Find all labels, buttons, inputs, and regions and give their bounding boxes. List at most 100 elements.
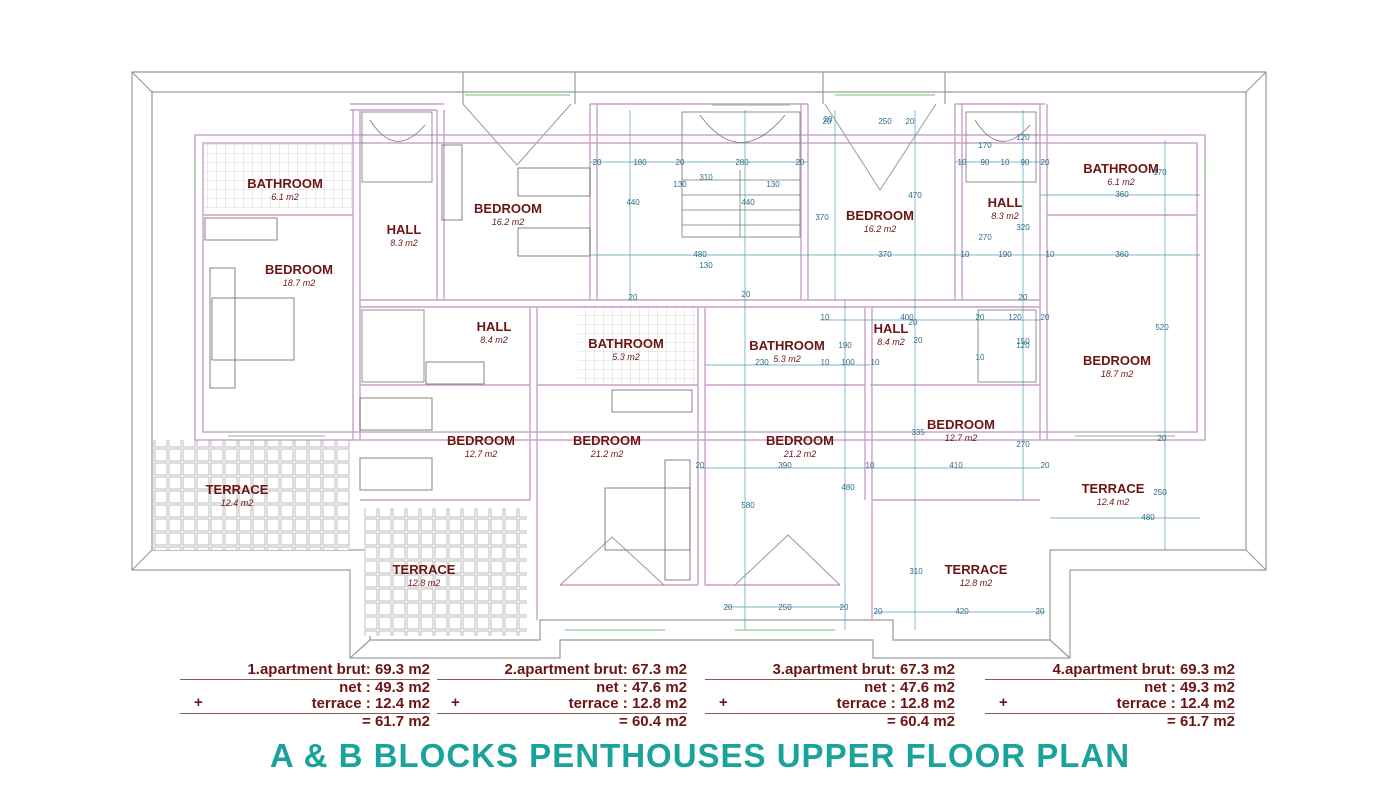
dimension-label: 10 bbox=[866, 461, 875, 470]
dimension-label: 480 bbox=[1141, 513, 1155, 522]
room-area: 6.1 m2 bbox=[271, 192, 299, 202]
bathroom-tiles bbox=[203, 143, 698, 385]
dimension-label: 20 bbox=[824, 115, 833, 124]
room-name: TERRACE bbox=[1082, 481, 1145, 496]
room-name: BEDROOM bbox=[1083, 353, 1151, 368]
dimension-label: 130 bbox=[766, 180, 780, 189]
terrace-tiles bbox=[153, 440, 527, 636]
dimension-label: 270 bbox=[978, 233, 992, 242]
dimension-label: 10 bbox=[1001, 158, 1010, 167]
apartment-3-total: = 60.4 m2 bbox=[887, 713, 955, 730]
apartment-4-summary: 4.apartment brut: 69.3 m2 net : 49.3 m2 … bbox=[985, 662, 1235, 730]
dimension-label: 10 bbox=[976, 353, 985, 362]
apartment-1-summary: 1.apartment brut: 69.3 m2 net : 49.3 m2 … bbox=[180, 662, 430, 730]
room-area: 12.4 m2 bbox=[221, 498, 254, 508]
dimension-label: 360 bbox=[1115, 250, 1129, 259]
room-name: BEDROOM bbox=[474, 201, 542, 216]
dimension-label: 410 bbox=[949, 461, 963, 470]
dimension-label: 480 bbox=[693, 250, 707, 259]
dimension-label: 370 bbox=[815, 213, 829, 222]
room-area: 8.3 m2 bbox=[390, 238, 418, 248]
room-name: BATHROOM bbox=[1083, 161, 1159, 176]
apartment-4-plus: + bbox=[999, 694, 1008, 711]
room-name: HALL bbox=[477, 319, 512, 334]
dimension-label: 470 bbox=[908, 191, 922, 200]
dimension-label: 190 bbox=[838, 341, 852, 350]
apartment-1-terrace: terrace : 12.4 m2 bbox=[311, 695, 430, 712]
apartment-1-plus: + bbox=[194, 694, 203, 711]
room-name: BATHROOM bbox=[247, 176, 323, 191]
apartment-2-summary: 2.apartment brut: 67.3 m2 net : 47.6 m2 … bbox=[437, 662, 687, 730]
dimension-label: 20 bbox=[724, 603, 733, 612]
room-area: 18.7 m2 bbox=[283, 278, 316, 288]
apartment-3-terrace: terrace : 12.8 m2 bbox=[836, 695, 955, 712]
apartment-3-net: net : 47.6 m2 bbox=[864, 679, 955, 696]
room-area: 8.4 m2 bbox=[877, 337, 905, 347]
dimension-label: 20 bbox=[840, 603, 849, 612]
dimension-label: 440 bbox=[741, 198, 755, 207]
room-name: BEDROOM bbox=[846, 208, 914, 223]
dimension-label: 20 bbox=[823, 117, 832, 126]
room-name: BEDROOM bbox=[766, 433, 834, 448]
apartment-4-brut: 4.apartment brut: 69.3 m2 bbox=[1052, 661, 1235, 678]
dimension-label: 120 bbox=[1016, 341, 1030, 350]
dimension-label: 20 bbox=[1019, 293, 1028, 302]
dimension-label: 120 bbox=[1008, 313, 1022, 322]
dimension-label: 180 bbox=[633, 158, 647, 167]
apartment-1-total: = 61.7 m2 bbox=[362, 713, 430, 730]
dimension-label: 20 bbox=[1158, 434, 1167, 443]
dimension-label: 360 bbox=[1115, 190, 1129, 199]
dimension-label: 270 bbox=[1016, 440, 1030, 449]
dimension-label: 150 bbox=[1016, 337, 1030, 346]
dimension-label: 580 bbox=[741, 501, 755, 510]
dimension-label: 190 bbox=[998, 250, 1012, 259]
dimension-label: 20 bbox=[1041, 158, 1050, 167]
dimension-label: 20 bbox=[629, 293, 638, 302]
apartment-3-summary: 3.apartment brut: 67.3 m2 net : 47.6 m2 … bbox=[705, 662, 955, 730]
dimension-label: 480 bbox=[841, 483, 855, 492]
room-name: HALL bbox=[387, 222, 422, 237]
apartment-4-net: net : 49.3 m2 bbox=[1144, 679, 1235, 696]
room-name: TERRACE bbox=[945, 562, 1008, 577]
room-name: BEDROOM bbox=[447, 433, 515, 448]
apartment-4-terrace: terrace : 12.4 m2 bbox=[1116, 695, 1235, 712]
dimension-label: 10 bbox=[1046, 250, 1055, 259]
room-name: BEDROOM bbox=[927, 417, 995, 432]
dimension-label: 90 bbox=[1021, 158, 1030, 167]
dimension-label: 20 bbox=[593, 158, 602, 167]
dimension-label: 370 bbox=[878, 250, 892, 259]
dimension-label: 130 bbox=[699, 261, 713, 270]
dimension-label: 10 bbox=[961, 250, 970, 259]
apartment-3-brut: 3.apartment brut: 67.3 m2 bbox=[772, 661, 955, 678]
room-name: HALL bbox=[988, 195, 1023, 210]
apartment-2-plus: + bbox=[451, 694, 460, 711]
dimension-label: 280 bbox=[735, 158, 749, 167]
room-area: 8.3 m2 bbox=[991, 211, 1019, 221]
dimension-label: 20 bbox=[874, 607, 883, 616]
room-area: 8.4 m2 bbox=[480, 335, 508, 345]
dimension-label: 520 bbox=[1155, 323, 1169, 332]
apartment-1-brut: 1.apartment brut: 69.3 m2 bbox=[247, 661, 430, 678]
apartment-2-terrace: terrace : 12.8 m2 bbox=[568, 695, 687, 712]
dimension-label: 20 bbox=[906, 117, 915, 126]
apartment-2-total: = 60.4 m2 bbox=[619, 713, 687, 730]
dimension-label: 20 bbox=[742, 290, 751, 299]
dimension-label: 10 bbox=[958, 158, 967, 167]
walls bbox=[194, 103, 1206, 620]
room-area: 12.7 m2 bbox=[465, 449, 498, 459]
gable-roofs bbox=[462, 103, 937, 586]
room-area: 16.2 m2 bbox=[492, 217, 525, 227]
dimension-label: 390 bbox=[778, 461, 792, 470]
room-area: 16.2 m2 bbox=[864, 224, 897, 234]
dimension-label: 10 bbox=[821, 313, 830, 322]
dimension-lines bbox=[590, 110, 1200, 630]
dimension-label: 120 bbox=[1016, 133, 1030, 142]
room-area: 12.7 m2 bbox=[945, 433, 978, 443]
dimension-label: 10 bbox=[821, 358, 830, 367]
room-area: 18.7 m2 bbox=[1101, 369, 1134, 379]
dimension-label: 130 bbox=[673, 180, 687, 189]
room-area: 21.2 m2 bbox=[783, 449, 817, 459]
